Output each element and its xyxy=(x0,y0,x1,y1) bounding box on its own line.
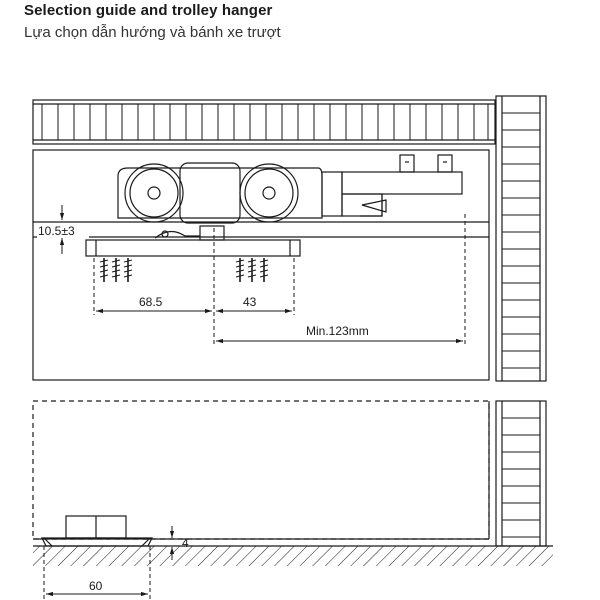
dimension-guide-gap-label: 4 xyxy=(182,536,189,550)
dimension-guide-width-label: 60 xyxy=(89,579,103,593)
floor xyxy=(33,545,553,566)
dimension-guide-width xyxy=(43,546,151,600)
end-stop-bumper xyxy=(321,154,463,217)
dimension-gap-label: 10.5±3 xyxy=(38,224,75,238)
dimension-screw-spacing-label: 68.5 xyxy=(139,295,163,309)
dimension-min-clearance-label: Min.123mm xyxy=(306,324,369,338)
trolley-hanger xyxy=(85,162,323,282)
diagram-subtitle: Lựa chọn dẫn hướng và bánh xe trượt xyxy=(24,24,281,41)
dimension-wheel-offset-label: 43 xyxy=(243,295,257,309)
floor-guide xyxy=(41,515,153,547)
upper-door-panel xyxy=(32,149,490,381)
extension-lines xyxy=(93,214,466,345)
trolley-wheel-right-icon xyxy=(239,163,299,223)
lower-wall-column xyxy=(495,400,547,547)
lower-door-panel xyxy=(32,400,490,540)
top-track-rail xyxy=(32,99,496,145)
dimension-lines xyxy=(96,308,463,344)
wall-column xyxy=(495,95,547,382)
trolley-wheel-left-icon xyxy=(124,163,184,223)
diagram-title: Selection guide and trolley hanger xyxy=(24,2,273,19)
